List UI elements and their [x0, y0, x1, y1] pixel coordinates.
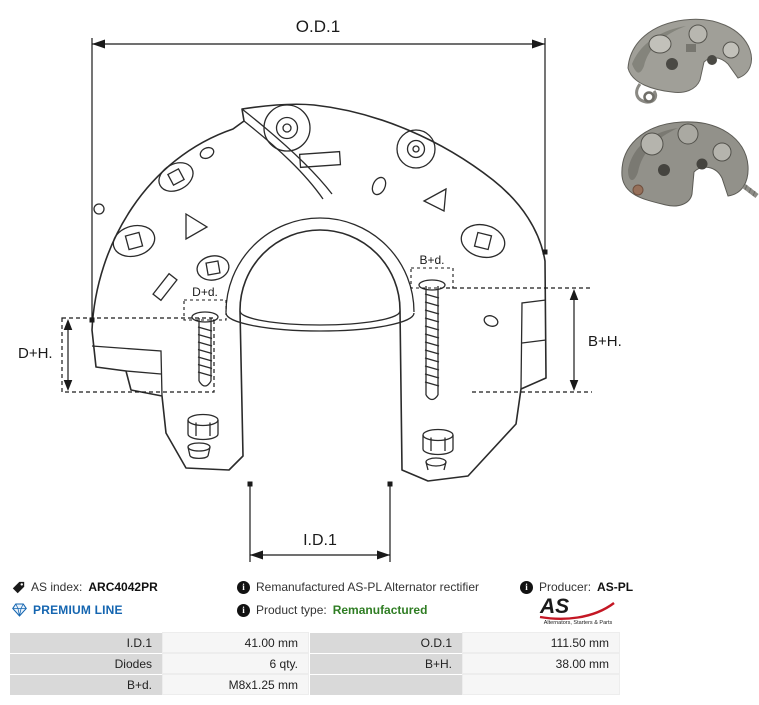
right-stud: [418, 279, 446, 401]
as-index-value: ARC4042PR: [88, 580, 158, 594]
producer-value: AS-PL: [597, 580, 634, 594]
dim-label-bh: B+H.: [588, 333, 622, 350]
product-photo-top[interactable]: [627, 18, 752, 104]
tag-icon: [12, 581, 25, 593]
hex-nut-right: [422, 428, 454, 471]
product-description: Remanufactured AS-PL Alternator rectifie…: [256, 580, 479, 594]
dimension-dh: D+H.: [18, 317, 215, 393]
spec-table: I.D.1 41.00 mm O.D.1 111.50 mm Diodes 6 …: [10, 632, 620, 695]
spec-label-cell: B+H.: [310, 654, 462, 674]
as-index-row: AS index: ARC4042PR: [12, 579, 158, 595]
product-photo-bottom[interactable]: [621, 121, 759, 207]
rectifier-details: [91, 104, 547, 397]
dimension-id1: I.D.1: [247, 481, 393, 562]
spec-label-cell: [310, 675, 462, 695]
info-icon: i: [237, 603, 250, 617]
dimension-dd: D+d.: [183, 285, 227, 321]
left-stud: [191, 311, 219, 387]
spec-label-cell: I.D.1: [10, 633, 162, 653]
technical-diagram: O.D.1 I.D.1 D+H. B+H.: [18, 17, 759, 562]
producer-row: i Producer: AS-PL: [520, 579, 633, 595]
spec-label-cell: B+d.: [10, 675, 162, 695]
dim-label-dd: D+d.: [192, 285, 218, 299]
rectifier-outline: [91, 103, 547, 482]
spec-value-cell: M8x1.25 mm: [162, 674, 309, 695]
spec-value-cell: 38.00 mm: [462, 653, 620, 674]
spec-value-cell: 41.00 mm: [162, 632, 309, 653]
dim-label-dh: D+H.: [18, 345, 53, 362]
premium-line-row[interactable]: PREMIUM LINE: [12, 602, 123, 618]
product-type-value: Remanufactured: [332, 603, 428, 617]
aspl-logo-graphic: AS Alternators, Starters & Parts: [539, 595, 615, 626]
spec-value-cell: [462, 674, 620, 695]
premium-line-label[interactable]: PREMIUM LINE: [33, 603, 123, 617]
gem-icon: [12, 603, 27, 617]
aspl-logo-subtext: Alternators, Starters & Parts: [544, 620, 613, 626]
dim-label-id1: I.D.1: [303, 532, 337, 549]
dimension-od1: O.D.1: [89, 17, 548, 323]
product-type-row: i Product type: Remanufactured: [237, 602, 427, 618]
aspl-logo: AS Alternators, Starters & Parts: [538, 594, 618, 631]
spec-label-cell: O.D.1: [310, 633, 462, 653]
info-icon: i: [237, 580, 250, 594]
info-icon: i: [520, 580, 533, 594]
product-type-label: Product type:: [256, 603, 327, 617]
dimension-bd: B+d.: [410, 253, 454, 289]
dimension-bh: B+H.: [446, 287, 622, 393]
hex-nut-left: [187, 413, 219, 460]
dim-label-bd: B+d.: [419, 253, 444, 267]
description-row: i Remanufactured AS-PL Alternator rectif…: [237, 579, 479, 595]
spec-value-cell: 111.50 mm: [462, 632, 620, 653]
as-index-label: AS index:: [31, 580, 83, 594]
spec-value-cell: 6 qty.: [162, 653, 309, 674]
producer-label: Producer:: [539, 580, 592, 594]
aspl-logo-text: AS: [539, 595, 569, 618]
dim-label-od1: O.D.1: [296, 17, 340, 36]
spec-label-cell: Diodes: [10, 654, 162, 674]
